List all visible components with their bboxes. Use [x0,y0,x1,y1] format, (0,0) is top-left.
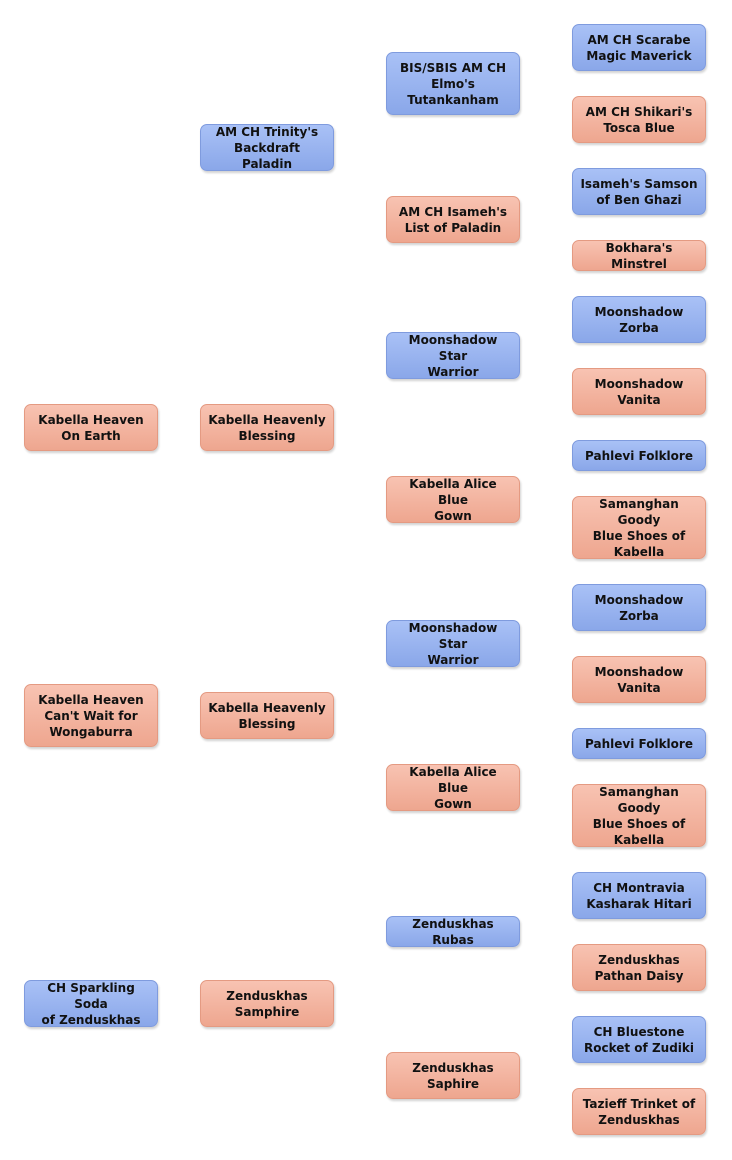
pedigree-node-g4-5: Moonshadow Zorba [572,296,706,343]
pedigree-node-g4-4: Bokhara's Minstrel [572,240,706,271]
pedigree-node-g4-13: CH Montravia Kasharak Hitari [572,872,706,919]
pedigree-node-g3-8: Zenduskhas Saphire [386,1052,520,1099]
pedigree-node-g4-7: Pahlevi Folklore [572,440,706,471]
pedigree-node-g2-4: Zenduskhas Samphire [200,980,334,1027]
pedigree-node-g1-3: CH Sparkling Soda of Zenduskhas [24,980,158,1027]
pedigree-node-g3-3: Moonshadow Star Warrior [386,332,520,379]
pedigree-node-g4-14: Zenduskhas Pathan Daisy [572,944,706,991]
pedigree-node-g4-8: Samanghan Goody Blue Shoes of Kabella [572,496,706,559]
pedigree-node-g3-6: Kabella Alice Blue Gown [386,764,520,811]
pedigree-node-g3-7: Zenduskhas Rubas [386,916,520,947]
pedigree-node-g3-5: Moonshadow Star Warrior [386,620,520,667]
pedigree-node-g4-12: Samanghan Goody Blue Shoes of Kabella [572,784,706,847]
pedigree-node-g1-2: Kabella Heaven Can't Wait for Wongaburra [24,684,158,747]
pedigree-node-g4-2: AM CH Shikari's Tosca Blue [572,96,706,143]
pedigree-node-g2-3: Kabella Heavenly Blessing [200,692,334,739]
pedigree-node-g4-15: CH Bluestone Rocket of Zudiki [572,1016,706,1063]
pedigree-node-g4-1: AM CH Scarabe Magic Maverick [572,24,706,71]
pedigree-node-g4-10: Moonshadow Vanita [572,656,706,703]
pedigree-node-g4-9: Moonshadow Zorba [572,584,706,631]
pedigree-node-g3-1: BIS/SBIS AM CH Elmo's Tutankanham [386,52,520,115]
pedigree-node-g2-2: Kabella Heavenly Blessing [200,404,334,451]
pedigree-node-g3-4: Kabella Alice Blue Gown [386,476,520,523]
pedigree-node-g1-1: Kabella Heaven On Earth [24,404,158,451]
pedigree-node-g4-11: Pahlevi Folklore [572,728,706,759]
pedigree-node-g2-1: AM CH Trinity's Backdraft Paladin [200,124,334,171]
pedigree-node-g4-3: Isameh's Samson of Ben Ghazi [572,168,706,215]
pedigree-node-g3-2: AM CH Isameh's List of Paladin [386,196,520,243]
pedigree-node-g4-6: Moonshadow Vanita [572,368,706,415]
pedigree-node-g4-16: Tazieff Trinket of Zenduskhas [572,1088,706,1135]
